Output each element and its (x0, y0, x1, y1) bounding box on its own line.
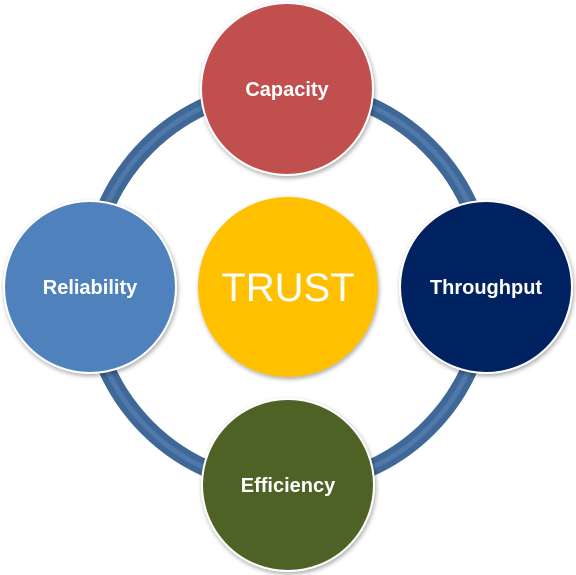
node-capacity-circle (200, 2, 374, 176)
node-capacity: Capacity (200, 2, 374, 176)
node-reliability-label: Reliability (43, 277, 138, 299)
node-throughput: Throughput (399, 200, 573, 374)
node-capacity-label: Capacity (245, 79, 329, 101)
node-reliability-circle (3, 200, 177, 374)
node-efficiency-circle (201, 398, 375, 572)
center-circle (198, 197, 378, 377)
node-throughput-circle (399, 200, 573, 374)
node-reliability: Reliability (3, 200, 177, 374)
node-efficiency-label: Efficiency (241, 475, 336, 497)
node-efficiency: Efficiency (201, 398, 375, 572)
node-throughput-label: Throughput (430, 277, 543, 299)
center-label: TRUST (221, 266, 354, 310)
center-node: TRUST (198, 197, 378, 377)
